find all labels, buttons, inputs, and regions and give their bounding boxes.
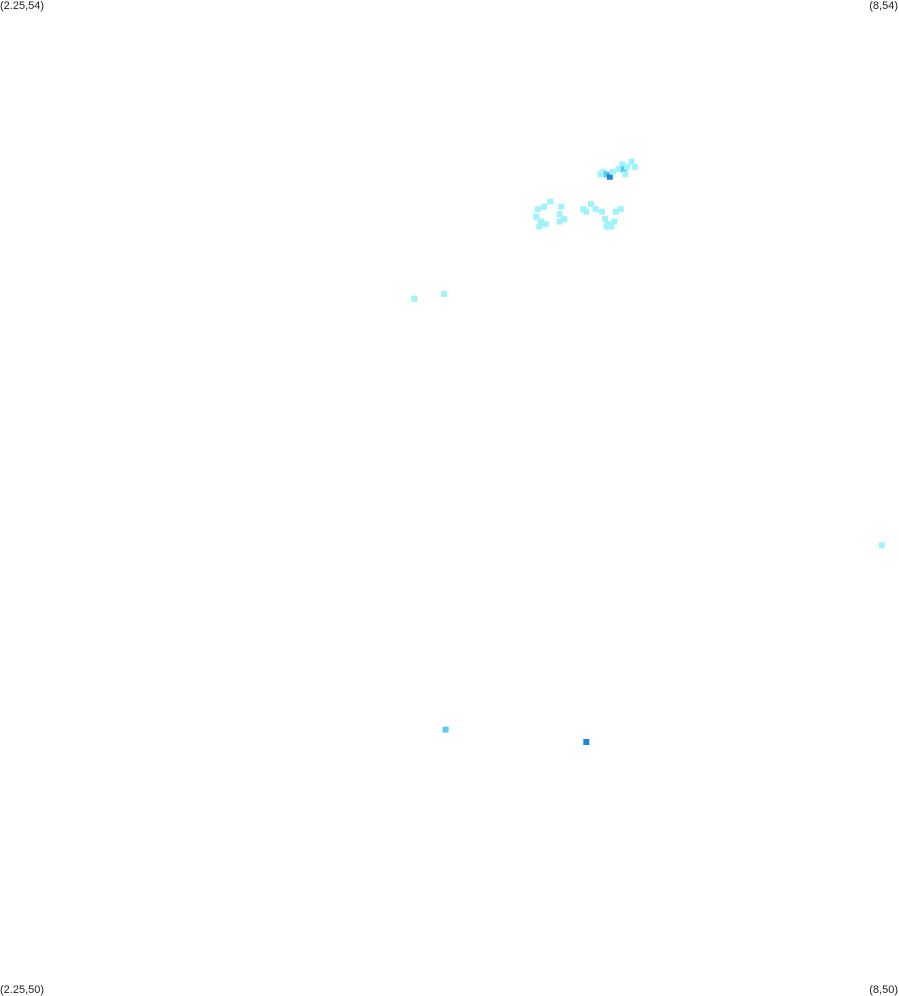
heatmap-cell xyxy=(603,223,610,230)
heatmap-cell xyxy=(608,223,615,230)
heatmap-cell xyxy=(556,218,563,225)
heatmap-cell xyxy=(598,208,605,215)
heatmap-cell xyxy=(541,203,548,210)
heatmap-cell xyxy=(616,166,623,173)
heatmap-cell xyxy=(622,171,629,178)
heatmap-cell xyxy=(558,203,565,210)
heatmap-cell xyxy=(588,201,594,208)
heatmap-cell xyxy=(624,163,630,170)
heatmap-cell xyxy=(580,206,587,213)
corner-label-bottom-left: (2.25,50) xyxy=(0,984,45,996)
heatmap-cell xyxy=(411,295,418,302)
heatmap-cell xyxy=(606,173,613,180)
heatmap-cell xyxy=(620,166,627,173)
heatmap-cell xyxy=(583,739,590,745)
heatmap-cell xyxy=(600,168,607,175)
heatmap-cell xyxy=(542,221,549,228)
corner-label-bottom-right: (8,50) xyxy=(869,984,898,996)
heatmap-cell xyxy=(628,158,635,165)
heatmap-cell xyxy=(631,163,638,170)
heatmap-cell xyxy=(583,208,590,215)
heatmap-cell xyxy=(613,208,619,215)
heatmap-cell xyxy=(534,206,541,213)
heatmap-cell xyxy=(547,198,554,205)
heatmap-cell xyxy=(602,216,609,223)
heatmap-cell xyxy=(441,290,447,297)
corner-label-top-right: (8,54) xyxy=(869,0,898,12)
heatmap-cell xyxy=(611,218,618,225)
heatmap-cell xyxy=(538,218,544,225)
corner-label-top-left: (2.25,54) xyxy=(0,0,45,12)
heatmap-cell xyxy=(619,161,626,168)
heatmap-cell xyxy=(603,171,610,178)
heatmap-cell xyxy=(561,216,568,223)
heatmap-cell xyxy=(597,171,604,178)
heatmap-cell xyxy=(533,213,540,220)
heatmap-cell xyxy=(878,542,885,549)
heatmap-cell xyxy=(442,726,449,733)
heatmap-cell xyxy=(592,206,599,213)
heatmap-cell xyxy=(556,211,563,218)
heatmap-cell xyxy=(617,206,624,213)
heatmap-cell xyxy=(609,168,616,175)
heatmap-cell xyxy=(536,223,543,230)
